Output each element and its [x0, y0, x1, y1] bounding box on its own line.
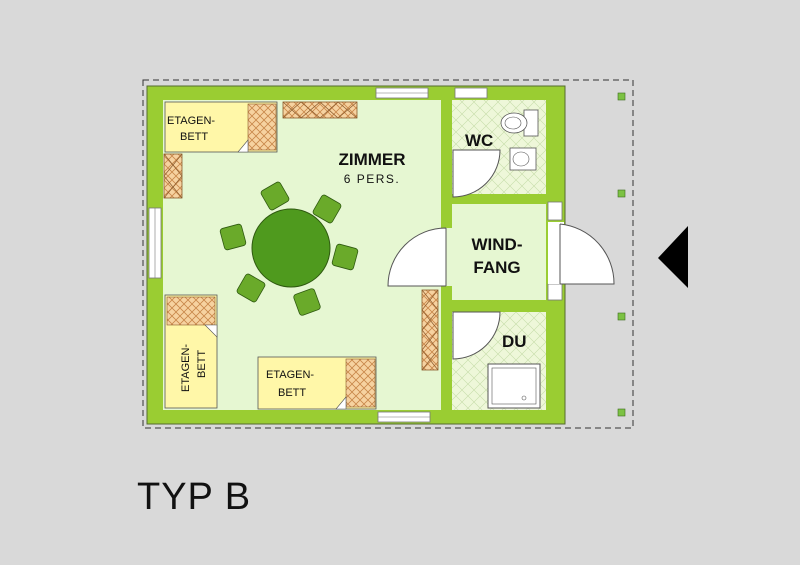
- chair: [293, 288, 321, 316]
- bunk-bed-bottom-left: [164, 294, 218, 409]
- post: [617, 312, 626, 321]
- bunk-bed-top-left: [164, 101, 278, 153]
- room-label-windfang-1: WIND-: [472, 235, 523, 254]
- bunk-bed-bottom-center: [257, 356, 377, 410]
- bed-label-line1: ETAGEN-: [266, 369, 314, 381]
- bed-label-line1: ETAGEN-: [180, 344, 192, 392]
- terrace-outline: [142, 79, 634, 429]
- windfang-floor: [452, 204, 546, 300]
- dining-table-group: [219, 181, 359, 316]
- bed-label-line2: BETT: [180, 131, 208, 143]
- bed-label-line2: BETT: [196, 350, 208, 378]
- post: [617, 189, 626, 198]
- bed-label-line2: BETT: [278, 387, 306, 399]
- post: [617, 92, 626, 101]
- room-label-wc: WC: [465, 131, 493, 150]
- post: [617, 408, 626, 417]
- room-label-zimmer: ZIMMER: [338, 150, 405, 169]
- sink-icon: [509, 147, 537, 171]
- chair: [219, 223, 247, 251]
- shelf-left: [163, 153, 183, 199]
- window-right-upper: [547, 201, 563, 221]
- window-wc: [454, 87, 488, 99]
- chair: [236, 273, 266, 303]
- zimmer-door-swing: [387, 227, 447, 287]
- chair: [312, 194, 342, 224]
- shelf-right: [421, 289, 439, 371]
- shelf-top: [282, 101, 358, 119]
- entrance-door-swing: [559, 223, 615, 285]
- dining-table: [251, 208, 331, 288]
- shower-icon: [487, 363, 541, 409]
- plan-title: TYP B: [137, 476, 252, 518]
- chair: [260, 181, 290, 211]
- du-door-swing: [452, 311, 501, 360]
- room-label-du: DU: [502, 332, 527, 351]
- window-right-lower: [547, 283, 563, 301]
- room-label-windfang-2: FANG: [473, 258, 520, 277]
- chair: [331, 243, 359, 271]
- bed-label-line1: ETAGEN-: [167, 115, 215, 127]
- triangle-arrow-icon: [658, 226, 688, 288]
- toilet-icon: [500, 109, 539, 137]
- wc-door-swing: [452, 149, 501, 198]
- room-capacity: 6 PERS.: [344, 172, 401, 186]
